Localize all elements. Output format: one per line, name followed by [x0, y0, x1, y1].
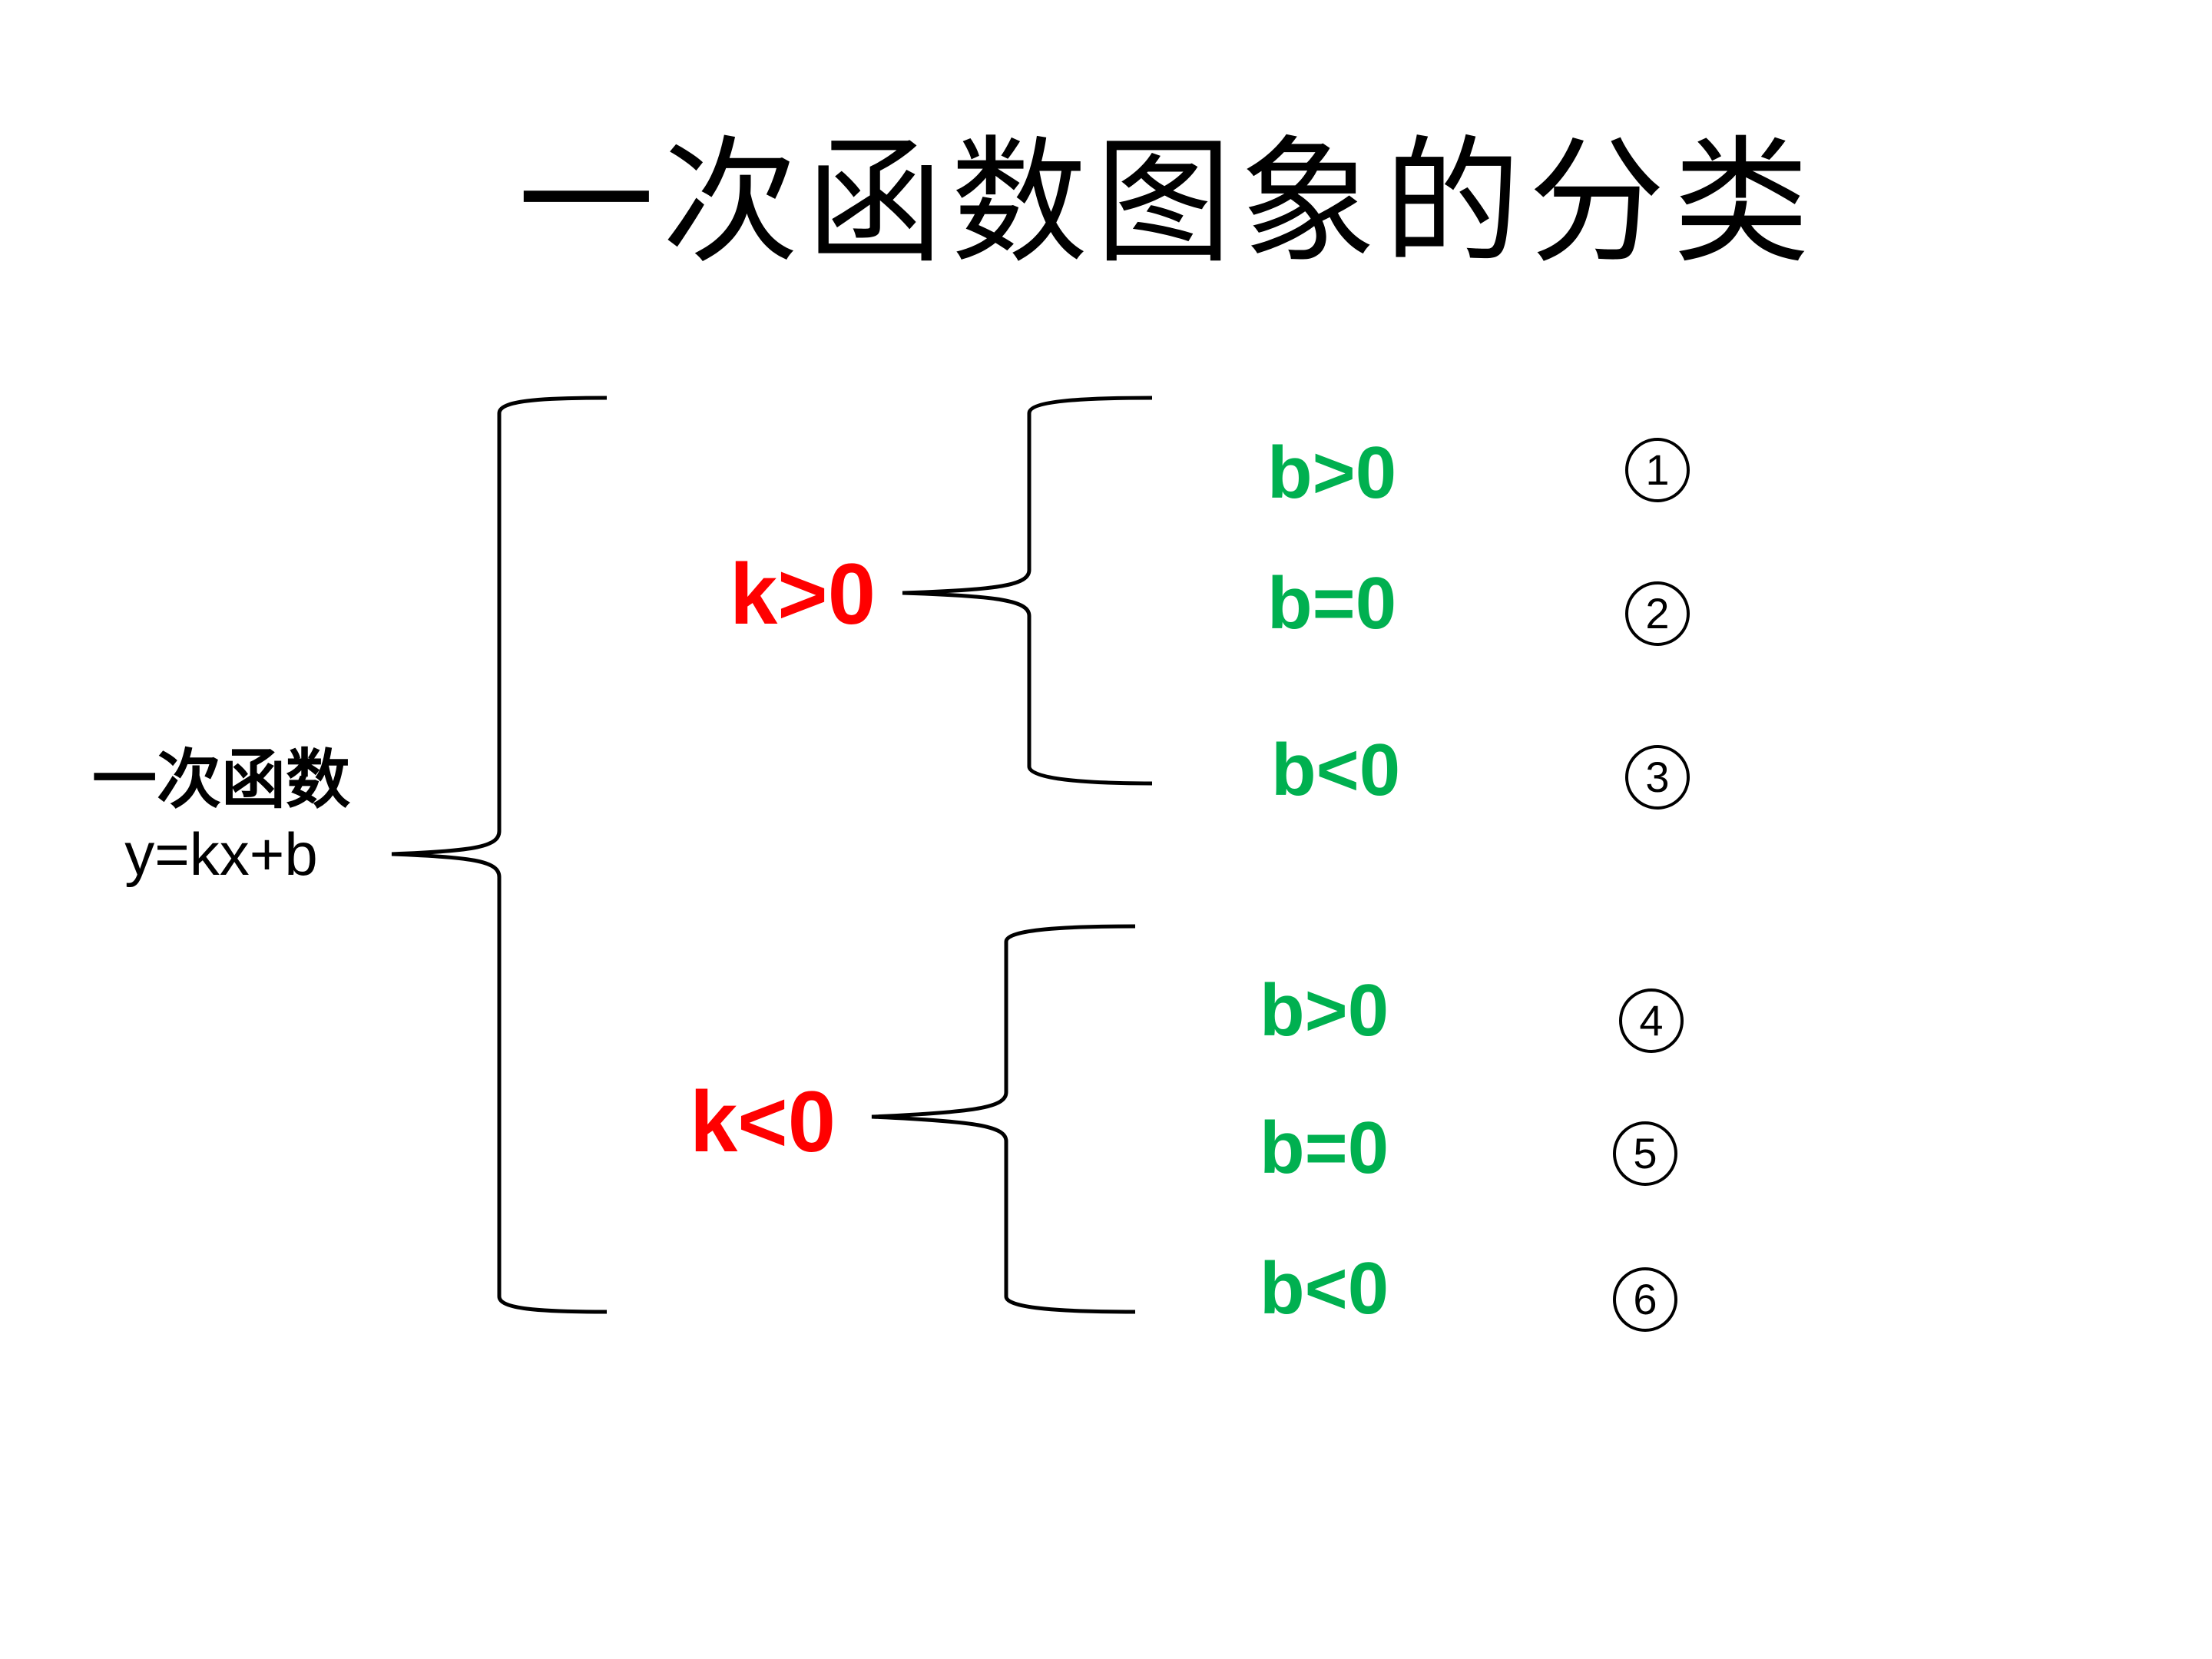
k-positive-brace	[902, 396, 1153, 786]
k-condition-label: k>0	[730, 546, 876, 642]
case-number-badge: 6	[1613, 1267, 1677, 1332]
b-condition-label: b<0	[1271, 729, 1401, 811]
page-title: 一次函数图象的分类	[518, 123, 1817, 282]
root-formula: y=kx+b	[124, 820, 318, 888]
b-condition-label: b<0	[1260, 1247, 1389, 1330]
root-name: 一次函数	[91, 742, 350, 817]
root-label: 一次函数 y=kx+b	[60, 741, 382, 890]
case-number-badge: 5	[1613, 1121, 1677, 1186]
b-condition-label: b=0	[1267, 562, 1397, 644]
k-negative-brace	[871, 924, 1136, 1314]
case-number-badge: 4	[1619, 988, 1684, 1053]
k-condition-label: k<0	[690, 1074, 836, 1170]
b-condition-label: b>0	[1260, 969, 1389, 1051]
case-number-badge: 3	[1625, 745, 1690, 810]
main-brace	[391, 396, 608, 1314]
case-number-badge: 1	[1625, 438, 1690, 502]
b-condition-label: b>0	[1267, 432, 1397, 514]
case-number-badge: 2	[1625, 581, 1690, 646]
b-condition-label: b=0	[1260, 1107, 1389, 1189]
